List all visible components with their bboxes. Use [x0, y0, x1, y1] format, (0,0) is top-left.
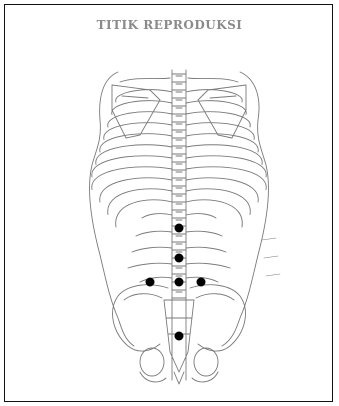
- point-mid-lumbar: [175, 254, 184, 263]
- rib-right: [186, 145, 262, 165]
- left-ilium: [113, 285, 168, 351]
- right-ilium: [190, 285, 245, 351]
- reproduction-points: [146, 224, 206, 341]
- rib-left: [108, 112, 172, 127]
- vertebrae: [172, 74, 186, 300]
- rib-left: [108, 189, 172, 215]
- ribs: [92, 90, 266, 227]
- left-clavicle: [120, 78, 170, 82]
- rib-left: [96, 145, 172, 165]
- point-lower-center: [175, 278, 184, 287]
- point-lower-left: [146, 278, 155, 287]
- right-clavicle: [188, 78, 238, 82]
- point-sacrum: [175, 332, 184, 341]
- rib-right: [186, 123, 254, 140]
- point-lower-right: [197, 278, 206, 287]
- rib-left: [104, 123, 172, 140]
- rib-right: [186, 112, 250, 127]
- rib-right: [186, 189, 250, 215]
- point-upper-lumbar: [175, 224, 184, 233]
